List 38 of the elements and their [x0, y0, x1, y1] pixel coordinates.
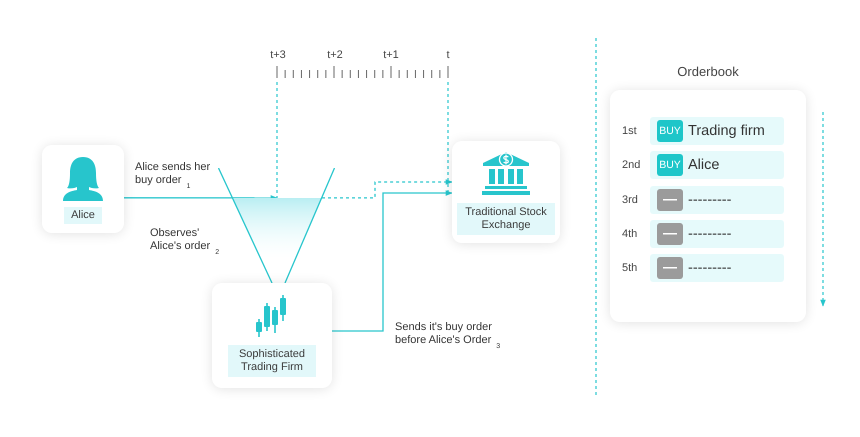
- order-row: [650, 117, 784, 145]
- tick-label: t: [445, 49, 451, 62]
- funnel-shape: [218, 168, 335, 283]
- actor-card: [42, 145, 124, 233]
- placeholder-tag: [657, 189, 683, 211]
- annotation-text: Observes' Alice's order$_{2}$: [150, 227, 220, 252]
- edge-label: Sends it's buy order before Alice's Order$_{3}$: [395, 321, 502, 346]
- exchange-name: Traditional Stock Exchange: [457, 203, 555, 235]
- actor-name: Alice: [64, 207, 102, 224]
- arrow: [332, 190, 453, 332]
- arrow: [124, 195, 278, 201]
- tick-label: t+2: [326, 49, 344, 62]
- order-side-tag: BUY: [657, 154, 683, 176]
- placeholder-tag: [657, 257, 683, 279]
- order-side-tag: BUY: [657, 120, 683, 142]
- order-owner: Trading firm: [688, 122, 765, 141]
- order-row: [650, 151, 784, 179]
- firm-name: Sophisticated Trading Firm: [228, 345, 316, 377]
- rank-label: 4th: [622, 227, 638, 241]
- rank-label: 1st: [622, 124, 637, 138]
- placeholder-tag: [657, 223, 683, 245]
- dashed-arrow: [322, 179, 453, 199]
- firm-card: [212, 283, 332, 388]
- order-owner: ---------: [688, 225, 732, 244]
- tick-label: t+1: [382, 49, 400, 62]
- order-owner: ---------: [688, 259, 732, 278]
- edge-label: Alice sends her buy order$_{1}$: [135, 161, 212, 186]
- order-row: [650, 220, 784, 248]
- rank-label: 5th: [622, 261, 638, 275]
- tick-label: t+3: [269, 49, 287, 62]
- rank-label: 2nd: [622, 158, 640, 172]
- order-row: [650, 186, 784, 214]
- rank-label: 3rd: [622, 193, 638, 207]
- order-owner: Alice: [688, 156, 720, 175]
- exchange-card: [452, 141, 560, 243]
- order-row: [650, 254, 784, 282]
- order-owner: ---------: [688, 191, 732, 210]
- orderbook-title: Orderbook: [676, 64, 740, 80]
